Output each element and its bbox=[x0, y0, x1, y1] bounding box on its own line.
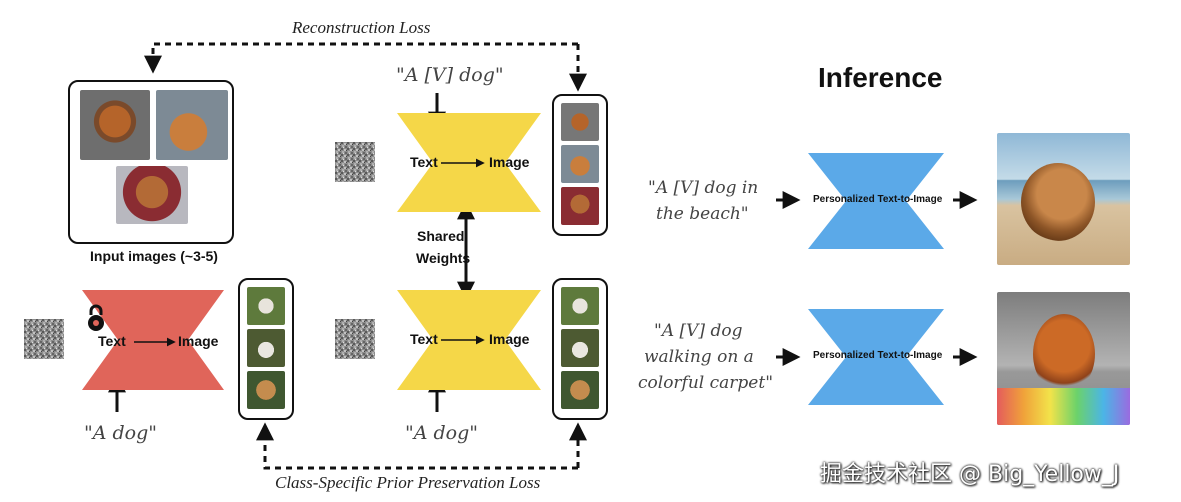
personalized-model-1-label: Personalized Text-to-Image bbox=[813, 194, 943, 205]
generated-instance-3 bbox=[561, 187, 599, 225]
output-frame-prior-trained bbox=[552, 278, 608, 420]
prior-pred-3 bbox=[561, 371, 599, 409]
inference-prompt-2: "A [V] dog walking on a colorful carpet" bbox=[638, 321, 774, 393]
model-bottom-text: Text bbox=[410, 331, 438, 347]
prompt-instance: "A [V] dog" bbox=[396, 64, 504, 86]
personalized-model-2 bbox=[808, 309, 944, 405]
noise-input-left bbox=[24, 319, 64, 359]
model-bottom-image: Image bbox=[489, 331, 530, 347]
prior-sample-1 bbox=[247, 287, 285, 325]
inference-prompt-1: "A [V] dog in the beach" bbox=[648, 178, 759, 224]
trained-model-bottom bbox=[397, 290, 541, 390]
reconstruction-loss-label: Reconstruction Loss bbox=[292, 18, 431, 37]
output-frame-instance bbox=[552, 94, 608, 236]
trained-model-top bbox=[397, 113, 541, 212]
prior-sample-3 bbox=[247, 371, 285, 409]
personalized-model-1 bbox=[808, 153, 944, 249]
noise-input-bottom bbox=[335, 319, 375, 359]
prompt-class-right: "A dog" bbox=[405, 422, 479, 444]
prior-preservation-loss-arrow bbox=[256, 422, 578, 470]
personalized-model-2-label: Personalized Text-to-Image bbox=[813, 350, 943, 361]
prior-pred-1 bbox=[561, 287, 599, 325]
input-photo-1 bbox=[80, 90, 150, 160]
generated-instance-1 bbox=[561, 103, 599, 141]
frozen-model-text: Text bbox=[98, 333, 126, 349]
model-top-image: Image bbox=[489, 154, 530, 170]
lock-icon bbox=[88, 304, 104, 331]
shared-weights-line2: Weights bbox=[416, 250, 471, 266]
model-top-text: Text bbox=[410, 154, 438, 170]
frozen-model bbox=[82, 290, 224, 390]
inference-title: Inference bbox=[818, 62, 943, 93]
generated-instance-2 bbox=[561, 145, 599, 183]
input-images-caption: Input images (~3-5) bbox=[90, 248, 218, 264]
input-photo-2 bbox=[156, 90, 228, 160]
prior-pred-2 bbox=[561, 329, 599, 367]
reconstruction-loss-arrow bbox=[144, 42, 578, 74]
inference-output-beach bbox=[997, 133, 1130, 265]
watermark: 掘金技术社区 @ Big_Yellow_J bbox=[820, 462, 1120, 487]
prior-sample-2 bbox=[247, 329, 285, 367]
input-images-frame bbox=[68, 80, 234, 244]
inference-output-carpet bbox=[997, 292, 1130, 425]
shared-weights-line1: Shared bbox=[417, 228, 465, 244]
noise-input-top bbox=[335, 142, 375, 182]
output-frame-prior-frozen bbox=[238, 278, 294, 420]
prompt-class-left: "A dog" bbox=[84, 422, 158, 444]
frozen-model-image: Image bbox=[178, 333, 219, 349]
prior-preservation-loss-label: Class-Specific Prior Preservation Loss bbox=[275, 473, 541, 492]
input-photo-3 bbox=[116, 166, 188, 224]
